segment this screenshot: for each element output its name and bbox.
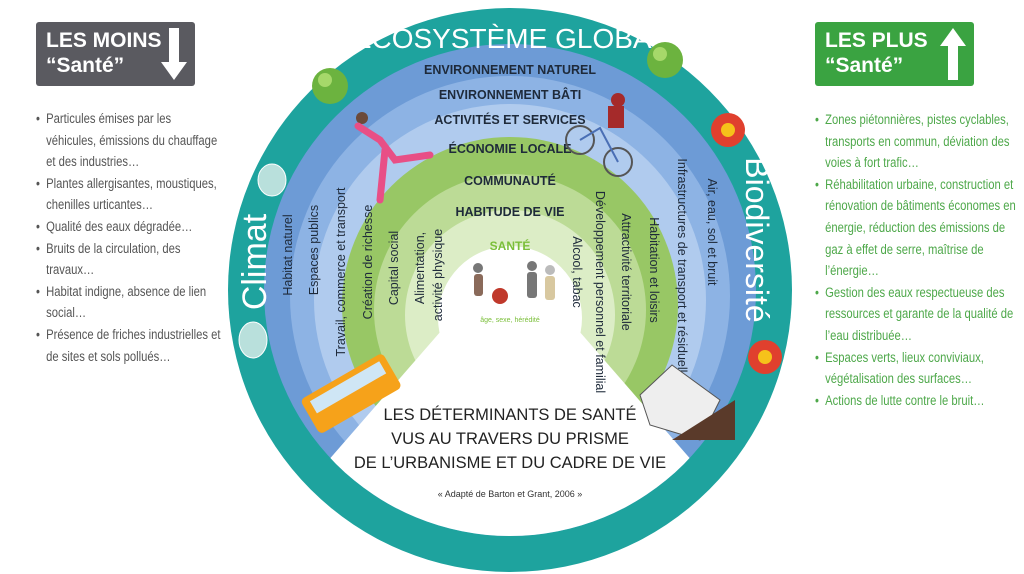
- flower-icon: [711, 113, 745, 147]
- ring-label-activites: ACTIVITÉS ET SERVICES: [434, 112, 585, 127]
- factor-activite-physique: activité physique: [431, 229, 445, 321]
- bus-illustration: [301, 354, 401, 433]
- ring-label-habitude: HABITUDE DE VIE: [455, 205, 564, 219]
- list-item: Espaces verts, lieux conviviaux, végétal…: [815, 347, 1017, 390]
- arrow-up-icon: [940, 28, 966, 80]
- list-item: Plantes allergisantes, moustiques, cheni…: [36, 173, 222, 216]
- sante-title: SANTÉ: [490, 238, 531, 253]
- factor-alcool-tabac: Alcool, tabac: [570, 236, 584, 308]
- flower-icon: [748, 340, 782, 374]
- factor-infrastructures: Infrastructures de transport et résiduel…: [675, 158, 689, 385]
- climat-label: Climat: [236, 213, 274, 310]
- factor-espaces-publics: Espaces publics: [307, 205, 321, 295]
- globe-icon: [647, 42, 683, 78]
- badge-line2: “Santé”: [825, 54, 904, 77]
- runner-illustration: [354, 112, 434, 204]
- factor-alimentation: Alimentation,: [413, 232, 427, 304]
- bottom-title-line2: VUS AU TRAVERS DU PRISME: [391, 430, 629, 448]
- badge-line1: LES PLUS: [825, 29, 928, 52]
- ring-label-communaute: COMMUNAUTÉ: [464, 173, 556, 188]
- factor-creation-richesse: Création de richesse: [361, 205, 375, 320]
- source-caption: « Adapté de Barton et Grant, 2006 »: [438, 489, 583, 499]
- cloud-icon: [238, 321, 268, 359]
- bottom-title-line3: DE L’URBANISME ET DU CADRE DE VIE: [354, 454, 666, 472]
- les-plus-list: Zones piétonnières, pistes cyclables, tr…: [815, 109, 1017, 411]
- factor-air-eau: Air, eau, sol et bruit: [705, 178, 719, 286]
- les-plus-sante-badge: LES PLUS “Santé”: [815, 22, 974, 86]
- ring-label-env-naturel: ENVIRONNEMENT NATUREL: [424, 63, 596, 77]
- list-item: Gestion des eaux respectueuse des ressou…: [815, 282, 1017, 347]
- cloud-icon: [257, 163, 287, 197]
- list-item: Présence de friches industrielles et de …: [36, 324, 222, 367]
- factor-capital-social: Capital social: [387, 231, 401, 305]
- sante-subtitle: âge, sexe, hérédité: [480, 317, 540, 324]
- list-item: Particules émises par les véhicules, émi…: [36, 108, 222, 173]
- list-item: Bruits de la circulation, des travaux…: [36, 238, 222, 281]
- ring-label-economie: ÉCONOMIE LOCALE: [449, 141, 572, 156]
- ring-label-env-bati: ENVIRONNEMENT BÂTI: [439, 87, 581, 102]
- globe-icon: [312, 68, 348, 104]
- cyclist-illustration: [565, 93, 633, 177]
- factor-developpement: Développement personnel et familial: [593, 191, 607, 393]
- list-item: Habitat indigne, absence de lien social…: [36, 281, 222, 324]
- badge-line1: LES MOINS: [46, 29, 162, 52]
- list-item: Zones piétonnières, pistes cyclables, tr…: [815, 109, 1017, 174]
- badge-line2: “Santé”: [46, 54, 125, 77]
- list-item: Actions de lutte contre le bruit…: [815, 390, 1017, 412]
- les-moins-sante-badge: LES MOINS “Santé”: [36, 22, 195, 86]
- list-item: Réhabilitation urbaine, construction et …: [815, 174, 1017, 282]
- factor-attractivite: Attractivité territoriale: [619, 213, 633, 330]
- ecosysteme-title: ÉCOSYSTÈME GLOBAL: [353, 23, 667, 54]
- house-illustration: [639, 364, 735, 441]
- bottom-title-line1: LES DÉTERMINANTS DE SANTÉ: [383, 405, 636, 424]
- factor-habitat-naturel: Habitat naturel: [281, 214, 295, 295]
- people-illustration: [473, 261, 555, 304]
- factor-travail: Travail, commerce et transport: [334, 187, 348, 357]
- arrow-down-icon: [161, 28, 187, 80]
- les-moins-list: Particules émises par les véhicules, émi…: [36, 108, 222, 367]
- list-item: Qualité des eaux dégradée…: [36, 216, 222, 238]
- biodiversite-label: Biodiversité: [739, 157, 775, 322]
- factor-habitation-loisirs: Habitation et loisirs: [647, 217, 661, 323]
